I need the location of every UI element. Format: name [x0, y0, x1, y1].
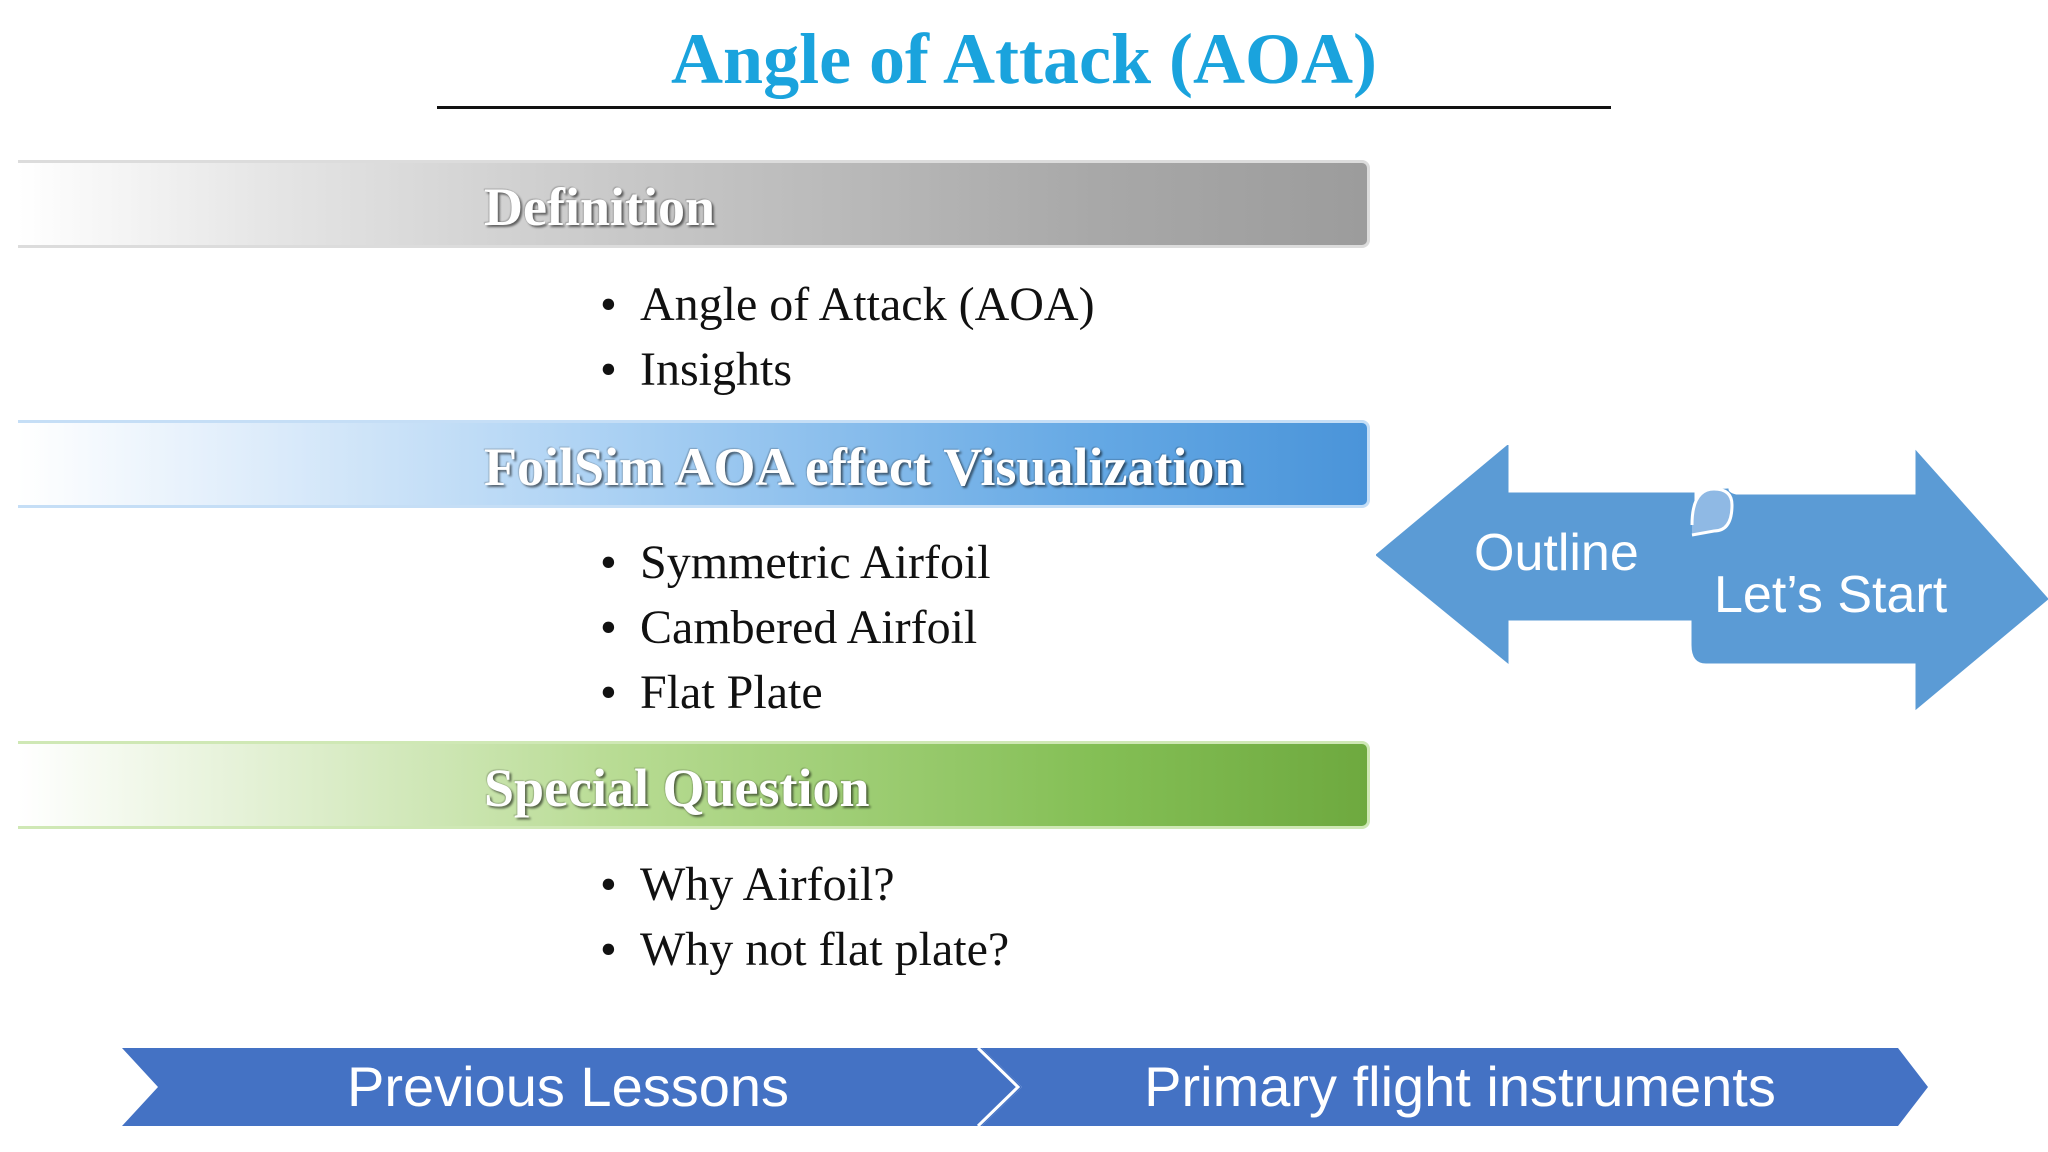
primary-flight-instruments-button[interactable]: Primary flight instruments — [1144, 1055, 1776, 1118]
section-heading-special-question: Special Question — [484, 758, 870, 818]
list-item: Insights — [600, 337, 1095, 402]
list-item: Why Airfoil? — [600, 852, 1009, 917]
previous-lessons-button[interactable]: Previous Lessons — [346, 1055, 789, 1118]
chevron-divider — [976, 1048, 1021, 1126]
special-question-bullet-list: Why Airfoil? Why not flat plate? — [600, 852, 1009, 982]
section-band-special-question: Special Question — [18, 741, 1370, 829]
section-band-definition: Definition — [18, 160, 1370, 248]
list-item: Symmetric Airfoil — [600, 530, 991, 595]
outline-start-arrows: Outline Let’s Start — [1375, 443, 2048, 711]
slide-title: Angle of Attack (AOA) — [671, 19, 1377, 99]
lets-start-label: Let’s Start — [1714, 566, 1948, 624]
list-item: Why not flat plate? — [600, 917, 1009, 982]
section-heading-foilsim: FoilSim AOA effect Visualization — [484, 437, 1245, 497]
section-band-foilsim: FoilSim AOA effect Visualization — [18, 420, 1370, 508]
double-arrow-graphic — [1375, 443, 2048, 711]
list-item: Cambered Airfoil — [600, 595, 991, 660]
definition-bullet-list: Angle of Attack (AOA) Insights — [600, 272, 1095, 402]
next-chevron-shape — [982, 1048, 1928, 1126]
list-item: Angle of Attack (AOA) — [600, 272, 1095, 337]
list-item: Flat Plate — [600, 660, 991, 725]
bottom-nav-bar: Previous Lessons Primary flight instrume… — [122, 1048, 1928, 1126]
foilsim-bullet-list: Symmetric Airfoil Cambered Airfoil Flat … — [600, 530, 991, 725]
title-underline — [437, 106, 1611, 109]
scroll-curl-shape — [1690, 487, 1734, 537]
previous-chevron-shape — [122, 1048, 1022, 1126]
section-heading-definition: Definition — [484, 177, 716, 237]
outline-label: Outline — [1474, 524, 1639, 582]
